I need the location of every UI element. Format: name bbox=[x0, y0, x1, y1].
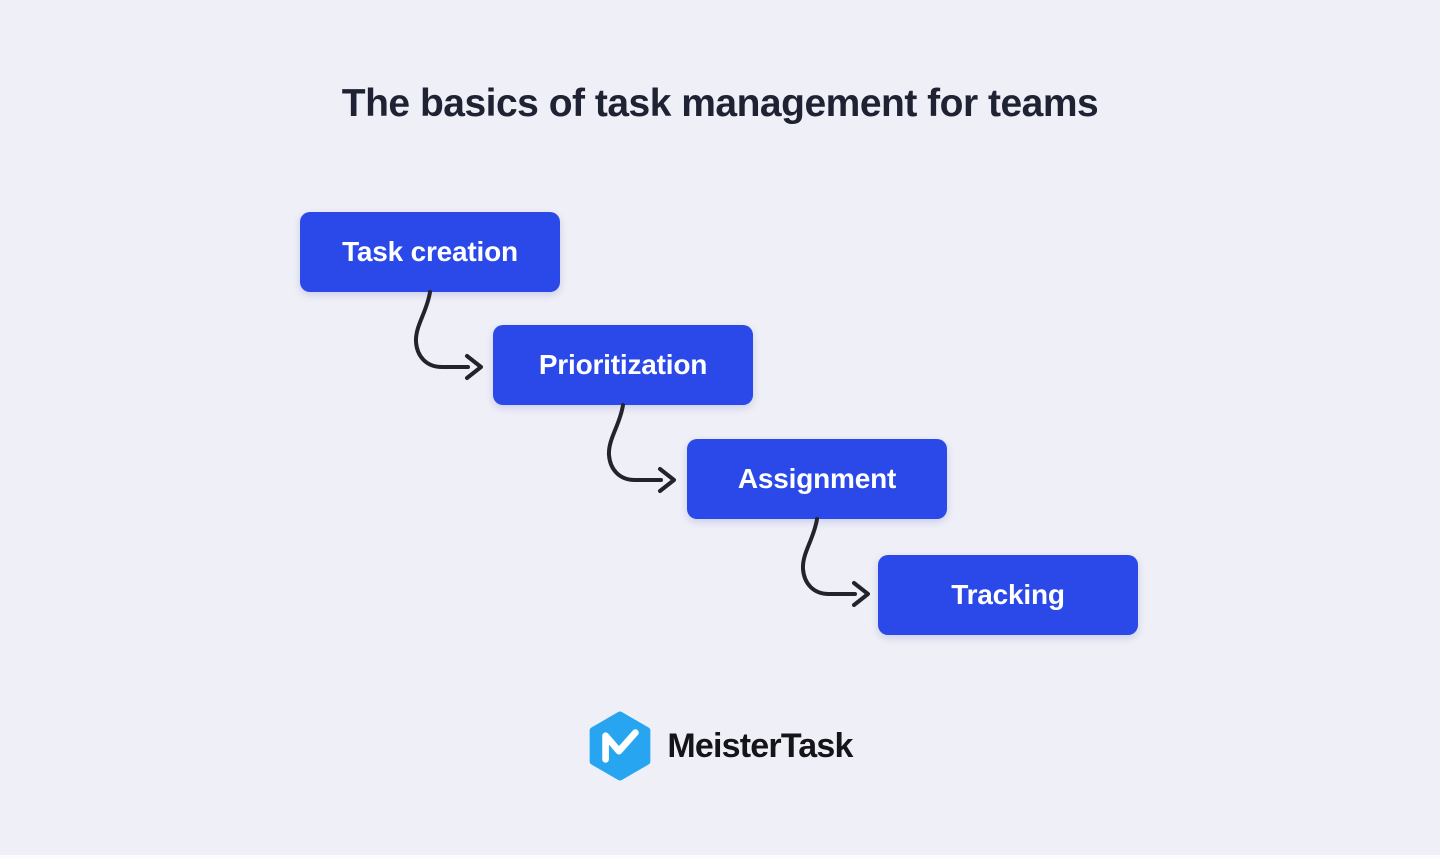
arrow-assignment-to-tracking-icon bbox=[800, 517, 870, 607]
flow-step-label: Task creation bbox=[342, 236, 518, 267]
meistertask-logo-icon bbox=[590, 711, 651, 781]
flow-step-prioritization: Prioritization bbox=[493, 325, 753, 405]
flow-step-tracking: Tracking bbox=[878, 555, 1138, 635]
bottom-edge-strip bbox=[0, 855, 1440, 859]
brand-lockup: MeisterTask bbox=[0, 710, 1440, 782]
flow-step-label: Tracking bbox=[951, 579, 1065, 610]
arrow-task-creation-to-prioritization-icon bbox=[413, 290, 483, 380]
flow-step-task-creation: Task creation bbox=[300, 212, 560, 292]
flow-step-label: Prioritization bbox=[538, 349, 708, 380]
flow-step-label: Assignment bbox=[737, 463, 897, 494]
page-title: The basics of task management for teams bbox=[341, 82, 1099, 125]
brand-name: MeisterTask bbox=[667, 726, 853, 765]
arrow-prioritization-to-assignment-icon bbox=[606, 403, 676, 493]
flow-step-assignment: Assignment bbox=[687, 439, 947, 519]
